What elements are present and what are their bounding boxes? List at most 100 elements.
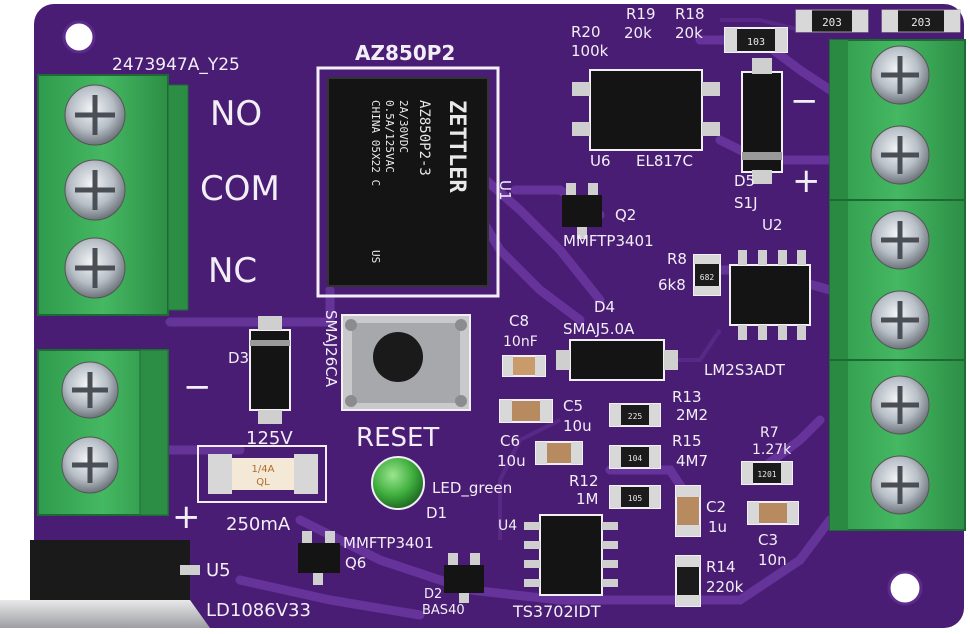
label-u5: U5 <box>206 560 231 581</box>
terminal-label-no: NO <box>210 94 262 134</box>
smd-resistor: 104 <box>609 445 661 469</box>
reset-button[interactable] <box>341 314 471 411</box>
screw-icon <box>64 84 126 146</box>
value-r8: 6k8 <box>658 276 686 294</box>
label-r7: R7 <box>760 425 779 441</box>
relay-model: AZ850P2-3 <box>416 100 432 176</box>
fuse-type: QL <box>256 477 270 488</box>
label-c5: C5 <box>563 397 583 415</box>
ic-soic <box>729 250 811 340</box>
screw-icon <box>61 436 119 494</box>
value-r19: 20k <box>624 24 652 42</box>
smd-resistor: 203 <box>881 9 961 33</box>
value-c6: 10u <box>497 452 526 470</box>
value-c8: 10nF <box>503 334 538 350</box>
chip-code: 103 <box>747 37 765 48</box>
value-q6: MMFTP3401 <box>343 534 434 552</box>
chip-code: 203 <box>822 16 842 29</box>
value-u2: LM2S3ADT <box>704 361 786 379</box>
label-r19: R19 <box>626 5 656 23</box>
smd-resistor: 203 <box>795 9 869 33</box>
value-r15: 4M7 <box>676 452 708 470</box>
value-r13: 2M2 <box>676 406 708 424</box>
ic-soic <box>524 514 618 596</box>
relay-label: AZ850P2 <box>355 41 455 65</box>
label-d2: D2 <box>424 587 442 602</box>
value-c5: 10u <box>563 417 592 435</box>
value-c3: 10n <box>758 551 787 569</box>
terminal-block-right <box>829 39 966 531</box>
value-d1: LED_green <box>432 479 512 498</box>
value-d2: BAS40 <box>422 603 465 618</box>
terminal-label-nc: NC <box>208 251 257 291</box>
chip-code: 1201 <box>757 470 776 479</box>
screw-icon <box>64 237 126 299</box>
fuse-rating: 1/4A <box>252 464 275 475</box>
smd-capacitor <box>675 485 701 537</box>
label-u4: U4 <box>498 518 517 534</box>
chip-code: 225 <box>628 412 643 421</box>
smd-capacitor <box>747 501 799 525</box>
chip-code: 682 <box>700 273 715 282</box>
smd-resistor: 1201 <box>741 461 793 485</box>
fuse: 1/4A QL <box>197 445 327 503</box>
terminal-label-plus-left: + <box>172 497 201 537</box>
label-r13: R13 <box>672 388 702 406</box>
smd-resistor <box>675 555 701 607</box>
chip-code: 105 <box>628 494 643 503</box>
screw-icon <box>870 125 930 185</box>
label-d1: D1 <box>426 504 447 522</box>
value-r14: 220k <box>706 578 744 596</box>
voltage-d3: 125V <box>246 428 293 449</box>
terminal-label-plus-right: + <box>792 161 821 201</box>
screw-icon <box>870 375 930 435</box>
value-d5: S1J <box>734 194 758 212</box>
label-q6: Q6 <box>345 554 366 572</box>
smd-capacitor <box>502 355 546 377</box>
diode <box>556 339 678 381</box>
relay-brand: ZETTLER <box>444 100 469 193</box>
smd-resistor: 225 <box>609 403 661 427</box>
label-r8: R8 <box>667 250 687 268</box>
relay-rating-ac: 0.5A/125VAC <box>383 100 396 173</box>
value-fuse: 250mA <box>226 514 291 535</box>
led-green <box>371 456 425 510</box>
screw-icon <box>61 361 119 419</box>
terminal-block-relay <box>37 74 189 316</box>
mounting-hole-top-left <box>62 20 96 54</box>
relay-origin: CHINA 05X22 C <box>369 100 382 186</box>
label-c3: C3 <box>758 531 778 549</box>
label-c2: C2 <box>706 498 726 516</box>
relay-cert: US <box>369 250 382 263</box>
diode <box>444 553 484 603</box>
smd-resistor: 103 <box>724 27 788 53</box>
value-u6: EL817C <box>636 152 693 170</box>
terminal-block-power <box>37 349 169 516</box>
value-d3: SMAJ26CA <box>322 310 340 388</box>
terminal-label-com: COM <box>200 169 280 209</box>
optocoupler <box>572 69 720 151</box>
smd-capacitor <box>499 399 553 423</box>
diode <box>249 316 291 424</box>
relay: ZETTLER AZ850P2-3 2A/30VDC 0.5A/125VAC C… <box>316 66 500 298</box>
value-u4: TS3702IDT <box>512 602 601 621</box>
smd-resistor: 682 <box>693 254 721 296</box>
screw-icon <box>870 45 930 105</box>
label-c6: C6 <box>500 432 520 450</box>
value-u5: LD1086V33 <box>206 600 311 621</box>
transistor <box>298 531 340 585</box>
label-c8: C8 <box>509 312 529 330</box>
label-r14: R14 <box>706 558 736 576</box>
value-r12: 1M <box>576 490 599 508</box>
label-u2: U2 <box>762 216 783 234</box>
smd-capacitor <box>535 441 583 465</box>
chip-code: 203 <box>911 16 931 29</box>
label-r15: R15 <box>672 432 702 450</box>
relay-rating-dc: 2A/30VDC <box>397 100 410 153</box>
diode <box>741 58 783 184</box>
label-reset: RESET <box>356 423 439 453</box>
label-u1: U1 <box>496 180 514 201</box>
label-d3: D3 <box>228 349 249 367</box>
mounting-hole-bottom-right <box>887 570 923 606</box>
label-r18: R18 <box>675 5 705 23</box>
